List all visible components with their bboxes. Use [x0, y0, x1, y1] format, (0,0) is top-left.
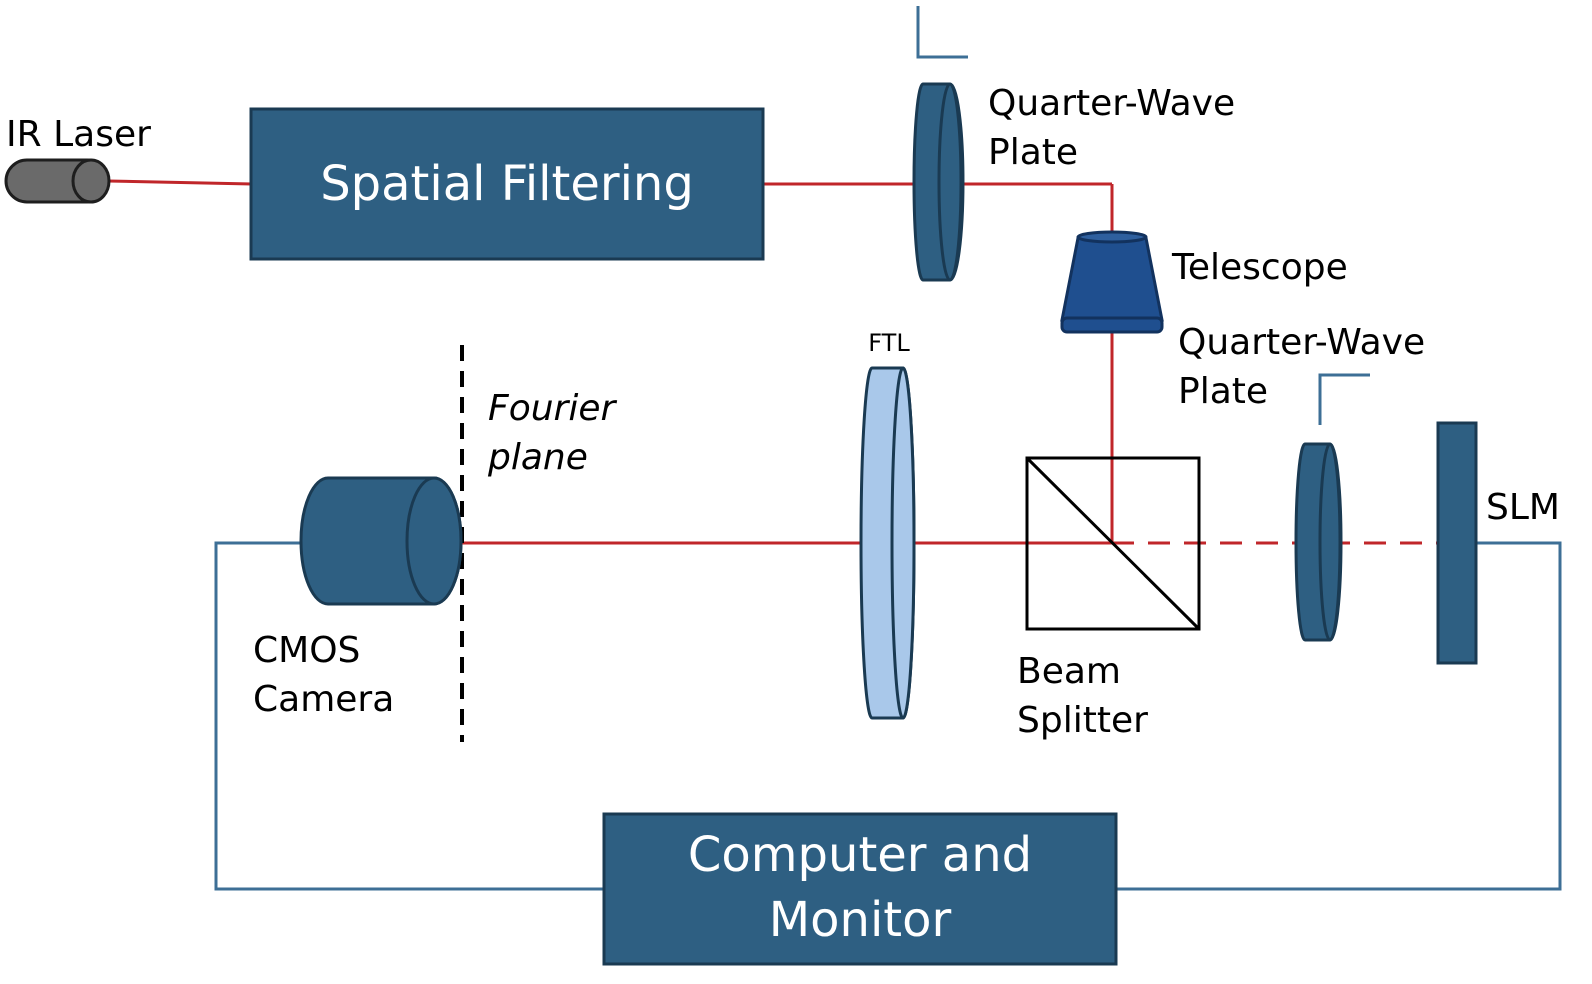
camera-to-computer-wire	[214, 541, 605, 891]
qwp2-label-line1: Quarter-Wave	[1178, 322, 1425, 363]
telescope	[1060, 230, 1164, 334]
ir-laser	[4, 158, 111, 204]
quarter-wave-plate-1	[912, 82, 965, 282]
beam-splitter-label-line2: Splitter	[1017, 700, 1148, 741]
ir-laser-label: IR Laser	[6, 114, 151, 155]
beam-splitter	[1025, 456, 1201, 631]
computer-monitor-box	[602, 812, 1118, 966]
beam-laser-to-filter	[107, 179, 253, 186]
cmos-camera	[299, 476, 463, 606]
fourier-plane-label-line1: Fourier	[488, 388, 618, 429]
spatial-filtering-label: Spatial Filtering	[320, 156, 694, 212]
computer-label-line1: Computer and	[688, 827, 1032, 883]
qwp1-label-line2: Plate	[988, 132, 1078, 173]
quarter-wave-plate-2	[1294, 442, 1343, 642]
slm-panel	[1436, 421, 1478, 665]
signal-wires	[214, 6, 1562, 891]
qwp1-label-line1: Quarter-Wave	[988, 83, 1235, 124]
telescope-label: Telescope	[1171, 247, 1348, 288]
cmos-camera-label-line2: Camera	[253, 679, 394, 720]
spatial-filtering-box	[249, 107, 765, 261]
fourier-transform-lens	[859, 366, 916, 720]
cmos-camera-label-line1: CMOS	[253, 630, 360, 671]
slm-label: SLM	[1486, 487, 1560, 528]
slm-to-computer-wire	[1117, 541, 1562, 891]
qwp2-label-line2: Plate	[1178, 371, 1268, 412]
computer-label-line2: Monitor	[769, 892, 952, 948]
qwp2-axis-marker	[1318, 373, 1370, 425]
ftl-label: FTL	[868, 329, 910, 357]
beam-splitter-label-line1: Beam	[1017, 651, 1121, 692]
fourier-plane-label-line2: plane	[487, 437, 588, 478]
qwp1-axis-marker	[916, 6, 968, 59]
